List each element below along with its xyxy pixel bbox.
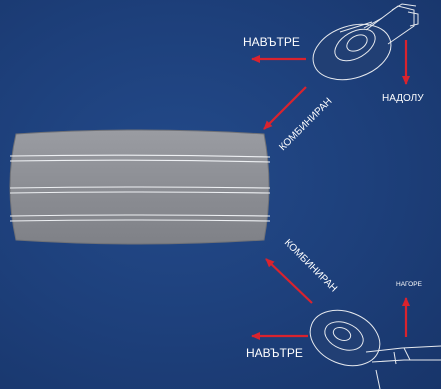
label-up: НАГОРЕ (396, 281, 423, 288)
arrow-top-combined (263, 86, 307, 130)
label-top-combined: КОМБИНИРАН (277, 96, 334, 153)
arrow-bottom-combined (265, 258, 313, 304)
tread-grooves (9, 154, 271, 222)
direction-arrows (251, 40, 410, 340)
tread-gauge-top-icon (312, 3, 419, 81)
label-down: НАДОЛУ (382, 93, 424, 104)
tire-tread-icon (9, 129, 271, 245)
label-bottom-combined: КОМБИНИРАН (282, 237, 339, 294)
label-bottom-inward: НАВЪТРЕ (246, 346, 303, 360)
tread-gauge-bottom-icon (309, 309, 441, 389)
label-top-inward: НАВЪТРЕ (243, 35, 300, 49)
